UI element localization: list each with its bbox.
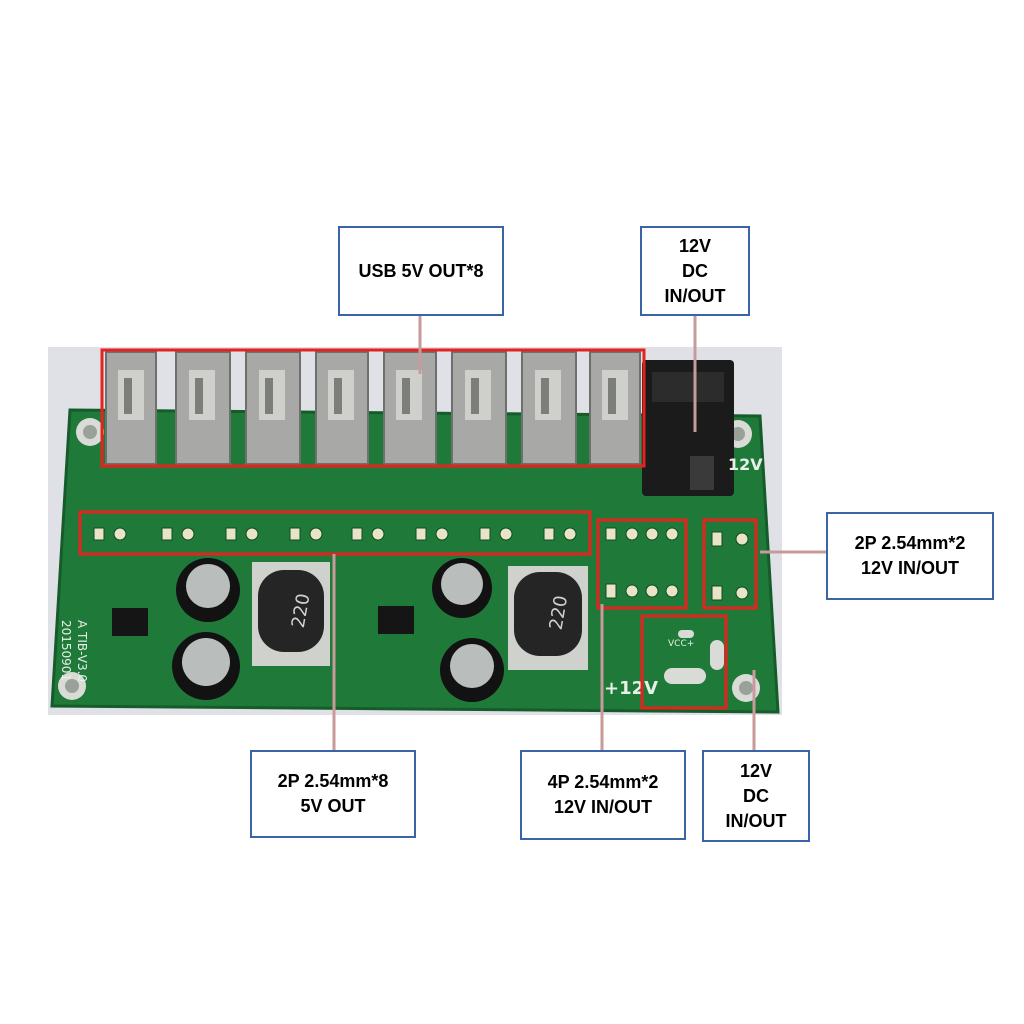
label-usb-5v-out: USB 5V OUT*8 [338, 226, 504, 316]
dc-solder-pads [664, 630, 724, 684]
label-four-pin-line1: 4P 2.54mm*2 [547, 772, 659, 792]
power-silk-label: +12V [604, 678, 658, 699]
label-dc-top: 12V DC IN/OUT [640, 226, 750, 316]
usb-port [521, 351, 577, 465]
label-dc-bottom-line3: IN/OUT [725, 810, 787, 831]
dc-barrel-jack [642, 360, 734, 496]
label-dc-bottom-line1: 12V [739, 760, 773, 781]
label-two-pin-12v-line1: 2P 2.54mm*2 [854, 533, 966, 553]
silk-version: A TIB-V3.0 [75, 620, 89, 682]
usb-port [589, 351, 641, 465]
two-pin-pads-12v [711, 531, 749, 601]
ic-chips [112, 606, 414, 636]
label-dc-top-line2: DC [682, 260, 708, 281]
connector-lines [332, 316, 826, 750]
label-two-pin-5v-line1: 2P 2.54mm*8 [277, 771, 389, 791]
four-pin-pads [605, 527, 679, 599]
usb-port [175, 351, 231, 465]
label-dc-top-line1: 12V [678, 235, 712, 256]
label-four-pin: 4P 2.54mm*2 12V IN/OUT [520, 750, 686, 840]
inductors [252, 562, 588, 670]
usb-port [245, 351, 301, 465]
jack-silk-label: 12V [728, 455, 763, 474]
usb-ports [105, 351, 641, 465]
label-dc-bottom: 12V DC IN/OUT [702, 750, 810, 842]
usb-port [315, 351, 369, 465]
label-two-pin-12v-line2: 12V IN/OUT [860, 558, 959, 578]
label-two-pin-5v-line2: 5V OUT [300, 796, 366, 816]
vcc-silk-label: VCC+ [668, 639, 694, 649]
usb-port [451, 351, 507, 465]
usb-port [105, 351, 157, 465]
label-dc-bottom-line2: DC [743, 785, 769, 806]
usb-port [383, 351, 437, 465]
label-usb-line1: USB 5V OUT*8 [358, 260, 484, 281]
label-dc-top-line3: IN/OUT [664, 285, 726, 306]
highlight-four-pin [596, 518, 688, 610]
label-two-pin-5v: 2P 2.54mm*8 5V OUT [250, 750, 416, 838]
label-four-pin-line2: 12V IN/OUT [553, 797, 652, 817]
label-two-pin-12v: 2P 2.54mm*2 12V IN/OUT [826, 512, 994, 600]
highlight-usb [100, 348, 646, 468]
highlight-dc-pads [640, 614, 728, 710]
two-pin-pads-5v [93, 527, 577, 541]
pcb-board [52, 410, 778, 712]
highlight-two-pin-12v [702, 518, 758, 610]
silk-date: 20150901 [59, 620, 73, 681]
capacitors [172, 558, 504, 702]
